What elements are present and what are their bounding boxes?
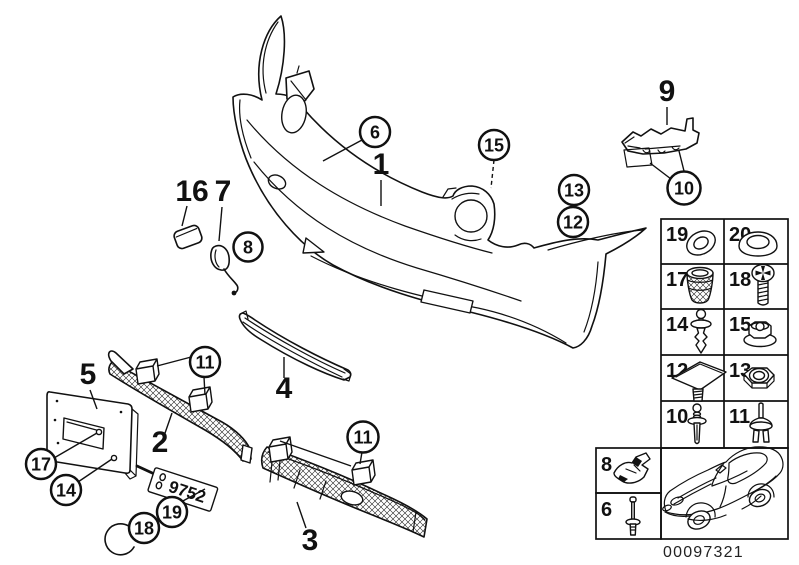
- callout-label-1[interactable]: 1: [373, 148, 390, 181]
- svg-text:18: 18: [134, 519, 154, 539]
- svg-text:12: 12: [563, 213, 583, 233]
- expansion-pin-rivet-icon: [749, 402, 773, 443]
- svg-text:8: 8: [243, 238, 253, 258]
- clip-nut-icon: [671, 361, 727, 402]
- side-bracket-drawing: [621, 117, 700, 180]
- svg-text:6: 6: [601, 499, 612, 521]
- bmw-coupe-sketch-icon: [662, 446, 784, 530]
- circled-callouts: 6 15 13 12 10 8 11 11: [24, 115, 702, 556]
- callout-label-7[interactable]: 7: [215, 175, 232, 208]
- table-cell-17[interactable]: 17: [666, 266, 714, 304]
- svg-text:14: 14: [56, 481, 76, 501]
- table-cell-20[interactable]: 20: [729, 224, 778, 257]
- svg-text:17: 17: [31, 455, 51, 475]
- plate-base-drawing: [46, 391, 139, 480]
- callout-circle-10[interactable]: 10: [666, 170, 702, 206]
- center-grille-drawing: [108, 350, 253, 464]
- callout-circle-6[interactable]: 6: [322, 115, 392, 162]
- table-cell-15[interactable]: 15: [729, 314, 777, 348]
- callout-circle-11-center[interactable]: 11: [188, 345, 222, 379]
- pin-rivet-icon: [687, 403, 707, 445]
- table-cell-11[interactable]: 11: [729, 402, 773, 443]
- svg-text:14: 14: [666, 314, 689, 336]
- callout-label-5[interactable]: 5: [80, 358, 97, 391]
- svg-text:15: 15: [729, 314, 751, 336]
- cap-plug-icon: [738, 231, 778, 257]
- svg-text:10: 10: [666, 406, 688, 428]
- flange-nut-icon: [743, 321, 777, 348]
- svg-text:11: 11: [353, 428, 372, 448]
- long-screw-icon: [625, 496, 641, 536]
- callout-circle-19[interactable]: 19: [155, 495, 189, 529]
- table-cell-19[interactable]: 19: [666, 224, 719, 260]
- callout-circle-17[interactable]: 17: [24, 432, 98, 481]
- table-cell-13[interactable]: 13: [729, 360, 775, 389]
- svg-text:8: 8: [601, 454, 612, 476]
- expanding-nut-icon: [686, 266, 714, 304]
- svg-text:18: 18: [729, 269, 751, 291]
- callout-label-3[interactable]: 3: [302, 524, 319, 557]
- callout-circle-11-side[interactable]: 11: [346, 420, 380, 454]
- phillips-screw-icon: [751, 263, 775, 306]
- svg-text:19: 19: [666, 224, 688, 246]
- drawing-number: 00097321: [663, 544, 744, 561]
- vehicle-thumbnail-cell[interactable]: [660, 446, 789, 540]
- callout-circle-8[interactable]: 8: [232, 231, 264, 263]
- callout-label-2[interactable]: 2: [152, 426, 169, 459]
- svg-text:11: 11: [195, 353, 214, 373]
- callout-label-4[interactable]: 4: [276, 372, 293, 405]
- table-cell-6[interactable]: 6: [595, 492, 662, 540]
- tow-eye-cover-drawing: [210, 244, 239, 296]
- svg-text:10: 10: [674, 179, 694, 199]
- callout-circle-partial: [104, 522, 135, 556]
- table-cell-8[interactable]: 8: [595, 447, 662, 494]
- grommet-ring-icon: [686, 230, 716, 256]
- plain-callouts: 1 2 3 4 5 7 9 16: [80, 75, 676, 557]
- callout-circle-12[interactable]: 12: [556, 205, 590, 239]
- callout-circle-13[interactable]: 13: [557, 173, 591, 207]
- trim-strip-drawing: [238, 310, 352, 382]
- svg-text:13: 13: [564, 181, 584, 201]
- svg-text:15: 15: [484, 136, 504, 156]
- callout-circle-14[interactable]: 14: [49, 458, 113, 507]
- callout-circle-18[interactable]: 18: [127, 511, 161, 545]
- callout-circle-15[interactable]: 15: [477, 128, 511, 189]
- svg-text:6: 6: [370, 123, 380, 143]
- svg-text:11: 11: [729, 406, 750, 428]
- expansion-rivet-icon: [690, 308, 712, 354]
- table-cell-14[interactable]: 14: [666, 308, 712, 354]
- cover-cap-drawing: [173, 224, 203, 250]
- svg-text:17: 17: [666, 269, 688, 291]
- hex-nut-icon: [743, 367, 775, 389]
- callout-label-9[interactable]: 9: [659, 75, 676, 108]
- table-cell-12[interactable]: 12: [666, 360, 727, 402]
- side-grille-drawing: [260, 436, 428, 538]
- hardware-table: 19 20 17 18: [595, 218, 789, 540]
- table-cell-10[interactable]: 10: [666, 403, 707, 445]
- callout-label-16[interactable]: 16: [175, 175, 208, 208]
- retainer-bracket-icon: [613, 452, 651, 484]
- svg-text:19: 19: [162, 503, 182, 523]
- bumper-trim-panel-drawing: [232, 15, 647, 349]
- table-cell-18[interactable]: 18: [729, 263, 775, 306]
